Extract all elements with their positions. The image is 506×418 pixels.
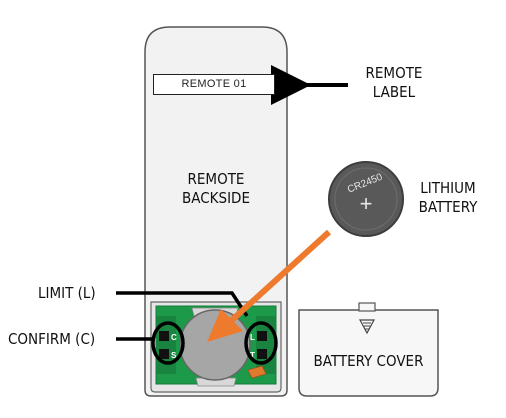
remote-backside-line2: BACKSIDE — [182, 189, 250, 207]
cover-open-arrow-icon — [358, 319, 376, 335]
pad-label-c: C — [171, 333, 177, 342]
pad-t — [257, 349, 267, 359]
lithium-battery-caption: LITHIUM BATTERY — [406, 179, 490, 217]
coin-cell-plus-sign: + — [360, 191, 373, 216]
pad-label-s: S — [171, 351, 177, 360]
insert-battery-arrow — [207, 229, 332, 342]
confirm-highlight-ring — [151, 321, 185, 365]
pad-limit — [257, 331, 267, 341]
limit-caption: LIMIT (L) — [38, 284, 96, 302]
remote-label-caption: REMOTE LABEL — [354, 64, 434, 102]
lithium-line1: LITHIUM — [420, 179, 476, 197]
coin-cell-rim — [334, 167, 398, 231]
coin-cell-battery — [328, 161, 404, 237]
battery-cover-latch — [358, 302, 376, 312]
pad-label-l: L — [250, 333, 255, 342]
remote-backside-line1: REMOTE — [187, 170, 245, 188]
installed-battery — [179, 309, 251, 381]
pad-confirm — [159, 331, 169, 341]
limit-highlight-ring — [244, 321, 278, 365]
pad-s — [159, 349, 169, 359]
remote-backside-caption: REMOTE BACKSIDE — [166, 170, 266, 208]
remote-label-line2: LABEL — [372, 83, 416, 101]
confirm-caption: CONFIRM (C) — [8, 330, 96, 348]
battery-holder-tab — [247, 365, 267, 379]
remote-label-tag: REMOTE 01 — [153, 74, 275, 95]
remote-label-line1: REMOTE — [365, 64, 423, 82]
pad-label-t: T — [250, 351, 255, 360]
battery-cover-caption: BATTERY COVER — [313, 352, 424, 370]
lithium-line2: BATTERY — [418, 198, 478, 216]
battery-cover — [298, 309, 439, 397]
